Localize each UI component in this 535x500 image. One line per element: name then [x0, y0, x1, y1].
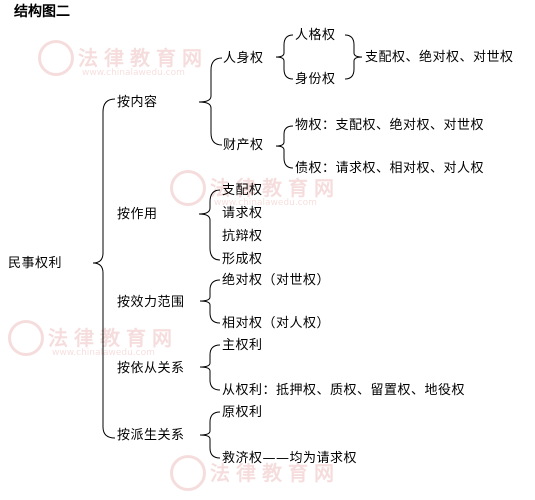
- property-rights-node: 财产权: [223, 138, 264, 153]
- effect-item-0: 支配权: [222, 183, 263, 198]
- effect-item-1: 请求权: [222, 206, 263, 221]
- watermark-logo-icon: [38, 40, 74, 76]
- personal-brace: [275, 34, 294, 80]
- dependency-node: 按依从关系: [117, 361, 185, 376]
- real-rights-node: 物权：支配权、绝对权、对世权: [295, 118, 485, 133]
- watermark-url: www.chinalawedu.com: [214, 198, 317, 208]
- content-node: 按内容: [117, 95, 158, 110]
- scope-brace: [199, 279, 221, 324]
- creditor-rights-node: 债权：请求权、相对权、对人权: [295, 161, 485, 176]
- personal-close-brace: [344, 34, 363, 80]
- effect-item-2: 抗辩权: [222, 229, 263, 244]
- watermark-brand: 法律教育网: [210, 176, 340, 200]
- effect-item-3: 形成权: [222, 252, 263, 267]
- watermark-logo-icon: [8, 320, 44, 356]
- watermark-brand: 法律教育网: [78, 46, 208, 70]
- dependency-item-0: 主权利: [222, 338, 263, 353]
- content-brace: [198, 57, 223, 146]
- watermark-logo-icon: [170, 455, 206, 491]
- scope-item-0: 绝对权（对世权）: [222, 273, 331, 288]
- personality-rights-node: 人格权: [295, 28, 336, 43]
- dependency-brace: [199, 344, 221, 391]
- effect-node: 按作用: [117, 207, 158, 222]
- derivation-item-0: 原权利: [222, 405, 263, 420]
- scope-node: 按效力范围: [117, 295, 185, 310]
- diagram-title: 结构图二: [14, 4, 70, 20]
- derivation-brace: [199, 411, 221, 459]
- root-brace: [92, 98, 116, 439]
- personal-rights-node: 人身权: [223, 51, 264, 66]
- watermark-url: www.chinalawedu.com: [82, 68, 185, 78]
- dependency-item-1: 从权利：抵押权、质权、留置权、地役权: [222, 383, 466, 398]
- effect-brace: [198, 189, 221, 261]
- watermark-brand: 法律教育网: [210, 461, 340, 485]
- root-node: 民事权利: [8, 256, 63, 271]
- personal-rights-note: 支配权、绝对权、对世权: [365, 50, 514, 65]
- watermark-logo-icon: [170, 170, 206, 206]
- status-rights-node: 身份权: [295, 72, 336, 87]
- watermark-brand: 法律教育网: [48, 326, 178, 350]
- property-brace: [275, 125, 294, 169]
- scope-item-1: 相对权（对人权）: [222, 316, 331, 331]
- derivation-node: 按派生关系: [117, 428, 185, 443]
- derivation-item-1: 救济权——均为请求权: [222, 451, 358, 466]
